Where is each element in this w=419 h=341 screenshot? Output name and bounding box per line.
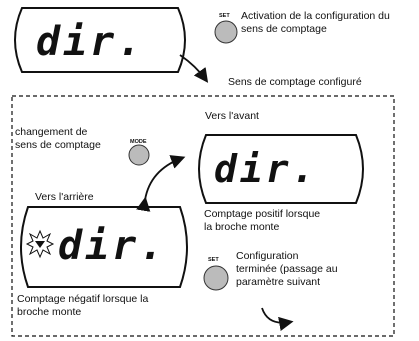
top-set-label: SET bbox=[219, 13, 230, 19]
backward-lcd-display bbox=[20, 206, 188, 288]
bottom-set-button[interactable] bbox=[203, 265, 229, 291]
toggle-direction-arrow bbox=[136, 155, 186, 212]
done-text: Configuration terminée (passage au param… bbox=[236, 250, 338, 288]
mode-label: MODE bbox=[130, 139, 147, 145]
forward-label: Vers l'avant bbox=[205, 110, 259, 122]
forward-lcd-text: dir. bbox=[214, 147, 318, 191]
backward-label: Vers l'arrière bbox=[35, 191, 94, 203]
forward-lcd-display bbox=[198, 134, 364, 204]
activation-text: Activation de la configuration du sens d… bbox=[241, 10, 390, 35]
configuration-panel bbox=[11, 95, 395, 337]
arrow-next-parameter bbox=[261, 307, 294, 332]
forward-caption: Comptage positif lorsque la broche monte bbox=[204, 208, 321, 233]
backward-lcd-text: dir. bbox=[58, 223, 167, 269]
top-set-button[interactable] bbox=[214, 20, 238, 44]
arrow-to-configured bbox=[179, 54, 209, 83]
change-direction-text: changement de sens de comptage bbox=[15, 126, 101, 151]
top-lcd-display bbox=[14, 7, 186, 73]
blink-indicator-icon bbox=[25, 229, 55, 259]
configured-text: Sens de comptage configuré bbox=[228, 76, 362, 88]
backward-caption: Comptage négatif lorsque la broche monte bbox=[17, 293, 149, 318]
bottom-set-label: SET bbox=[208, 257, 219, 263]
top-lcd-text: dir. bbox=[36, 19, 145, 65]
mode-button[interactable] bbox=[128, 144, 150, 166]
